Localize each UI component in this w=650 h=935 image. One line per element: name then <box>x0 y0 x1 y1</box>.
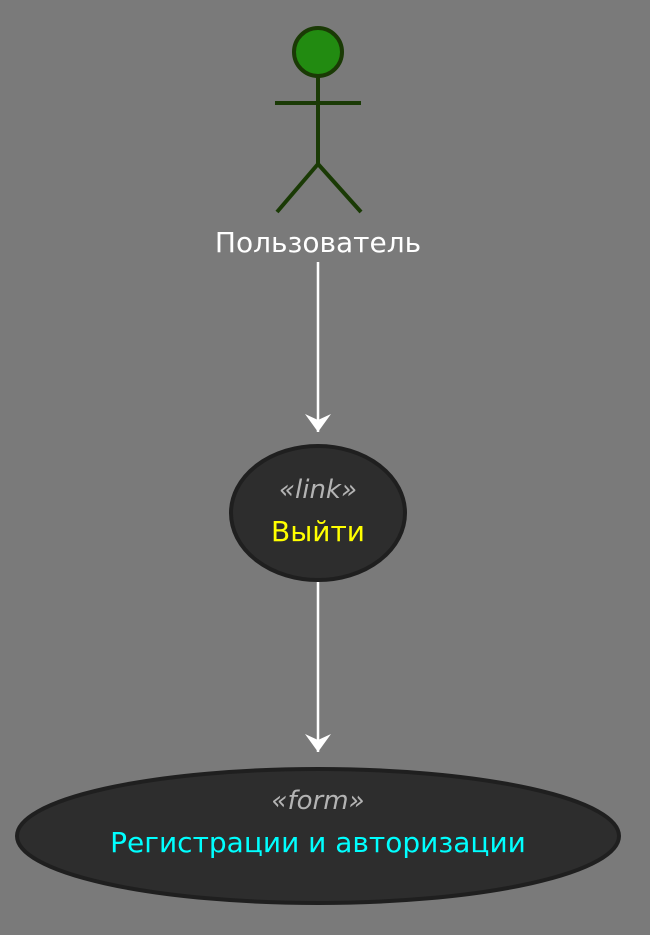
usecase-auth-form-ellipse <box>15 767 621 905</box>
actor-head <box>292 26 344 78</box>
usecase-logout-label: Выйти <box>271 515 365 548</box>
usecase-auth-form-stereotype: «form» <box>271 786 364 816</box>
usecase-auth-form[interactable]: «form» Регистрации и авторизации <box>15 767 621 905</box>
actor-label: Пользователь <box>215 226 421 259</box>
usecase-logout-stereotype: «link» <box>279 475 357 505</box>
usecase-logout[interactable]: «link» Выйти <box>229 444 407 582</box>
usecase-logout-ellipse <box>229 444 407 582</box>
usecase-auth-form-label: Регистрации и авторизации <box>110 826 526 859</box>
actor-figure[interactable] <box>275 26 363 214</box>
actor-right-leg <box>316 162 363 214</box>
actor-left-leg <box>275 162 320 214</box>
